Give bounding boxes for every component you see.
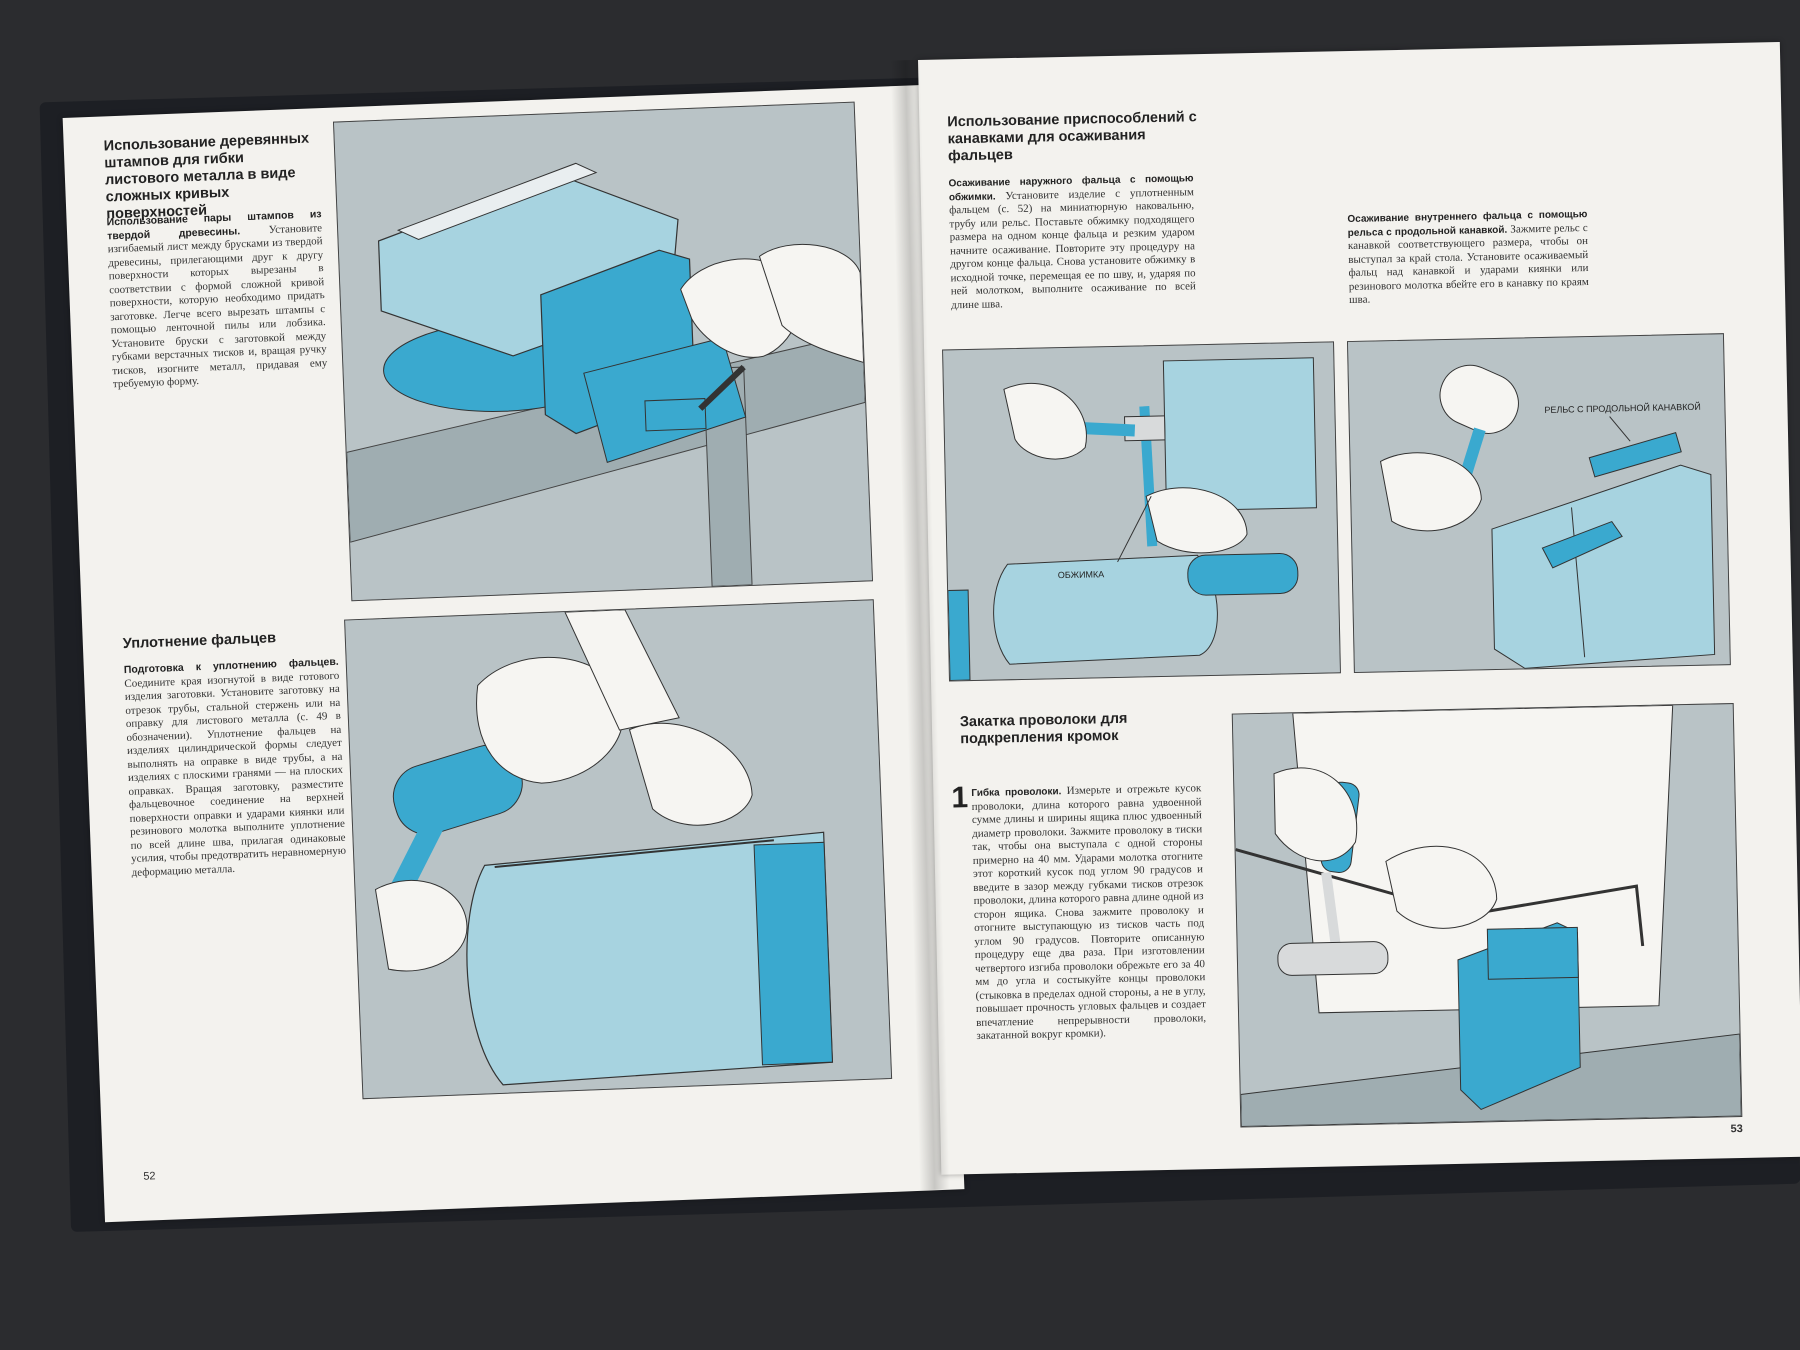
seams-text: Подготовка к уплотнению фальцев. Соедини… [124, 656, 347, 880]
crimp-label: ОБЖИМКА [1058, 569, 1105, 580]
section-title-seams: Уплотнение фальцев [122, 630, 277, 653]
wire-bending-body: Измерьте и отрежьте кусок проволоки, дли… [971, 782, 1207, 1042]
outer-seam-body: Установите изделие с уплотненным фальцем… [949, 185, 1196, 311]
wooden-dies-text: Использование пары штампов из твердой др… [106, 208, 328, 392]
right-page: Использование приспособлений с канавками… [918, 41, 1800, 1175]
wire-bending-text: Гибка проволоки. Измерьте и отрежьте кус… [971, 782, 1206, 1043]
wire-bending-lead: Гибка проволоки. [971, 786, 1067, 800]
illustration-grooved-rail: РЕЛЬС С ПРОДОЛЬНОЙ КАНАВКОЙ [1346, 333, 1731, 674]
rail-label: РЕЛЬС С ПРОДОЛЬНОЙ КАНАВКОЙ [1544, 401, 1701, 415]
illustration-mallet-seam [344, 599, 893, 1100]
left-page: Использование деревянных штампов для гиб… [62, 85, 965, 1223]
step-number: 1 [951, 781, 969, 815]
outer-seam-caption: Осаживание наружного фальца с помощью об… [948, 172, 1196, 312]
page-number-left: 52 [143, 1170, 156, 1183]
illustration-wire-vise [1231, 703, 1743, 1128]
illustration-crimp-tool: ОБЖИМКА [942, 341, 1341, 682]
inner-seam-caption: Осаживание внутреннего фальца с помощью … [1347, 208, 1589, 308]
section-title-groove-tools: Использование приспособлений с канавками… [947, 109, 1197, 165]
section-title-wire-edge: Закатка проволоки для подкрепления кромо… [959, 710, 1128, 748]
illustration-vise-dies [332, 101, 874, 602]
page-number-right: 53 [1730, 1122, 1743, 1136]
seams-body: Соедините края изогнутой в виде готового… [124, 669, 347, 879]
wooden-dies-body: Установите изгибаемый лист между брускам… [107, 221, 328, 391]
